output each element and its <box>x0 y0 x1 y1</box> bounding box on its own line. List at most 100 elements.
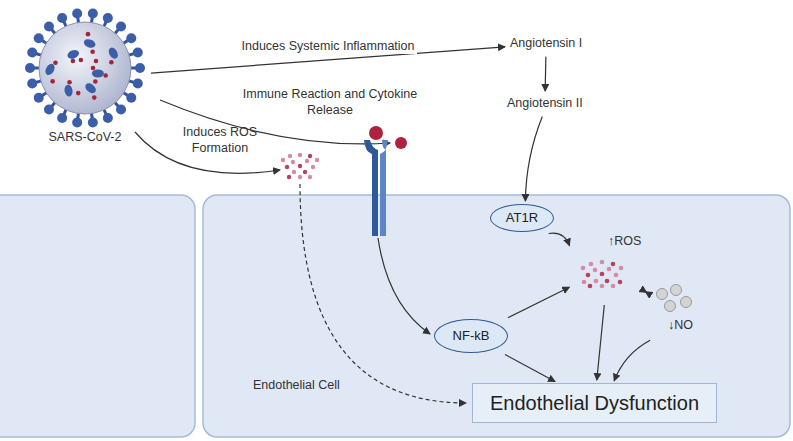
surface-protein <box>107 46 120 60</box>
spike-head <box>103 113 113 123</box>
ros-dot <box>611 284 616 289</box>
ros-dot <box>619 266 624 271</box>
molecule-label: Angiotensin I <box>508 34 584 54</box>
connector-arrow <box>645 291 646 293</box>
receptor-arrow <box>378 238 430 334</box>
ros-node: ↑ROS <box>572 234 644 302</box>
spike-head <box>116 21 126 31</box>
node-text: AT1R <box>506 210 538 226</box>
spike-head <box>27 48 37 58</box>
ros-dot <box>614 273 619 278</box>
virus-dot <box>76 91 81 96</box>
virus-illustration <box>22 8 148 148</box>
spike-head <box>44 105 54 115</box>
virus-body <box>39 22 131 114</box>
ros-dot <box>305 159 309 163</box>
spike-head <box>34 33 44 43</box>
ros-dot <box>586 273 591 278</box>
connector-arrow <box>549 233 570 245</box>
connector-arrow <box>505 354 555 381</box>
no-molecule <box>657 289 668 300</box>
node-text: Angiotensin II <box>507 96 583 112</box>
spike-head <box>116 105 126 115</box>
endothelial-cell-outline <box>203 195 790 437</box>
ros-dot <box>600 284 605 289</box>
ros-dot <box>311 165 315 169</box>
virus-dot <box>79 58 84 63</box>
node-text: SARS-CoV-2 <box>22 130 148 146</box>
node-text: ↓NO <box>668 318 693 334</box>
outcome-box: Endothelial Dysfunction <box>472 383 717 423</box>
ros-dot <box>618 280 623 285</box>
ros-dot <box>287 175 291 179</box>
spike-head <box>135 63 145 73</box>
ros-dot <box>594 279 599 284</box>
connector-arrow <box>545 57 547 91</box>
virus-dot <box>92 95 97 100</box>
ros-cluster <box>281 153 319 179</box>
virus-dot <box>109 60 114 65</box>
virus-dot <box>53 60 58 65</box>
process-label: Immune Reaction and Cytokine Release <box>225 86 435 119</box>
ros-dot <box>582 280 587 285</box>
spike-head <box>72 117 82 127</box>
no-molecule <box>681 297 692 308</box>
ros-dot <box>589 262 594 267</box>
virus-dot <box>67 80 72 85</box>
ros-dot <box>607 267 612 272</box>
ros-dot <box>288 154 292 158</box>
no-molecule <box>671 285 682 296</box>
ros-dot <box>315 158 319 162</box>
spike-head <box>133 78 143 88</box>
ros-dot <box>611 262 616 267</box>
virus-dot <box>86 32 91 37</box>
node-text: Endothelial Cell <box>253 378 340 394</box>
virus-dot <box>71 59 76 64</box>
spike-head <box>133 48 143 58</box>
ros-dot <box>298 153 302 157</box>
edge-label: Induces Systemic Inflammation <box>240 38 417 54</box>
virus-dot <box>91 66 96 71</box>
virus-node: SARS-CoV-2 <box>22 8 148 148</box>
ros-dot <box>298 164 302 168</box>
process-label: Induces ROS Formation <box>170 124 270 157</box>
surface-protein <box>64 84 74 97</box>
spike-head <box>34 93 44 103</box>
cell-region: Endothelial Cell AT1R NF-kB ↑ROS ↓NO Endothel… <box>203 195 790 437</box>
spike-head <box>57 113 67 123</box>
node-text: NF-kB <box>453 328 490 344</box>
receptor-ellipse: AT1R <box>490 204 554 232</box>
spike-head <box>126 33 136 43</box>
ros-dot <box>281 158 285 162</box>
connector-arrow <box>508 287 569 317</box>
surface-protein <box>92 69 104 77</box>
spike-head <box>44 21 54 31</box>
node-text: Angiotensin I <box>510 36 582 52</box>
ros-dot <box>605 279 610 284</box>
ros-dot <box>593 268 598 273</box>
connector-arrow <box>597 305 605 380</box>
spike-head <box>57 13 67 23</box>
ros-dot <box>298 175 302 179</box>
spike-head <box>25 63 35 73</box>
surface-protein <box>83 38 97 50</box>
no-node: ↓NO <box>648 284 704 338</box>
factor-ellipse: NF-kB <box>434 319 508 353</box>
molecule-label: Angiotensin II <box>505 94 585 114</box>
ros-dot <box>600 272 605 277</box>
spike-head <box>126 93 136 103</box>
virus-dot <box>94 59 99 64</box>
virus-dot <box>103 73 108 78</box>
no-molecule <box>665 301 676 312</box>
cytokine-receptor <box>364 126 388 236</box>
spike-head <box>103 13 113 23</box>
ros-dot <box>303 170 307 174</box>
ros-dot <box>285 165 289 169</box>
ros-dot <box>588 284 593 289</box>
spike-head <box>88 9 98 19</box>
ros-dot <box>600 260 605 265</box>
connector-arrow <box>525 117 542 201</box>
cytokine-dot <box>395 137 407 149</box>
surface-protein <box>44 62 57 76</box>
